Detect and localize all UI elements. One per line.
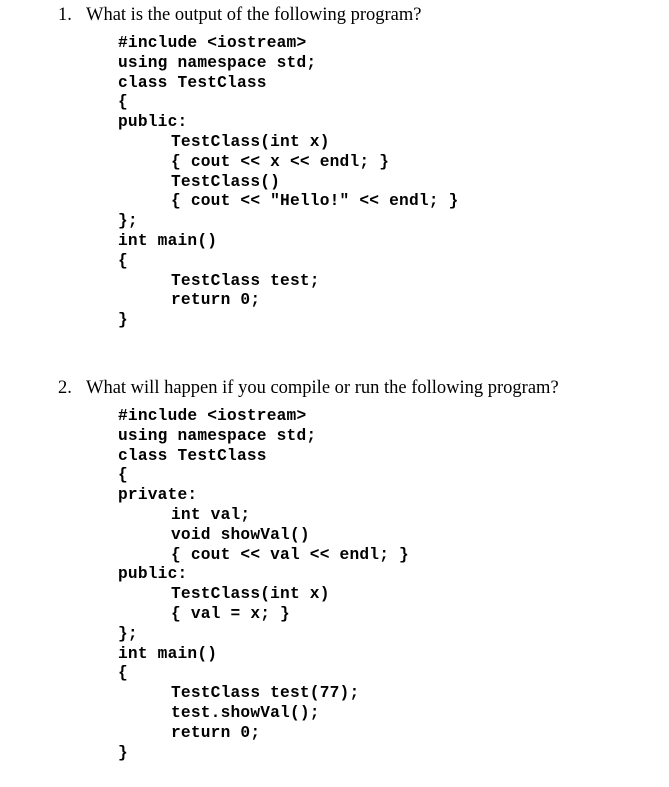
question-text: What will happen if you compile or run t… <box>86 378 559 398</box>
code-line: { val = x; } <box>171 604 290 623</box>
code-line: TestClass(int x) <box>171 585 330 604</box>
code-line: class TestClass <box>118 73 267 92</box>
question-number: 2. <box>58 378 72 398</box>
code-line: class TestClass <box>118 446 267 465</box>
code-line: TestClass() <box>171 172 281 191</box>
code-line: test.showVal(); <box>171 703 320 722</box>
code-line: { <box>118 251 128 270</box>
code-line: using namespace std; <box>118 53 317 72</box>
question-2-heading: 2. What will happen if you compile or run… <box>58 377 559 399</box>
code-line: int main() <box>118 231 218 250</box>
code-block-1: #include <iostream>using namespace std;c… <box>118 34 459 331</box>
code-line: TestClass test; <box>171 271 320 290</box>
code-line: TestClass test(77); <box>171 684 360 703</box>
code-line: { <box>118 664 128 683</box>
code-line: #include <iostream> <box>118 407 307 425</box>
question-text: What is the output of the following prog… <box>86 5 422 25</box>
question-1-heading: 1. What is the output of the following pr… <box>58 4 422 26</box>
code-line: #include <iostream> <box>118 34 307 52</box>
code-line: public: <box>118 565 188 584</box>
code-line: { <box>118 466 128 485</box>
code-line: }; <box>118 624 138 643</box>
code-line: { cout << "Hello!" << endl; } <box>171 192 459 211</box>
code-line: { <box>118 93 128 112</box>
code-block-2: #include <iostream>using namespace std;c… <box>118 407 409 763</box>
code-line: int main() <box>118 644 218 663</box>
code-line: void showVal() <box>171 525 310 544</box>
code-line: int val; <box>171 505 251 524</box>
code-line: { cout << val << endl; } <box>171 545 409 564</box>
code-line: using namespace std; <box>118 426 317 445</box>
code-line: { cout << x << endl; } <box>171 152 390 171</box>
code-line: public: <box>118 113 188 132</box>
question-number: 1. <box>58 5 72 25</box>
code-line: } <box>118 311 128 330</box>
code-line: return 0; <box>171 723 261 742</box>
code-line: } <box>118 743 128 762</box>
code-line: private: <box>118 486 198 505</box>
code-line: }; <box>118 212 138 231</box>
code-line: TestClass(int x) <box>171 132 330 151</box>
code-line: return 0; <box>171 291 261 310</box>
